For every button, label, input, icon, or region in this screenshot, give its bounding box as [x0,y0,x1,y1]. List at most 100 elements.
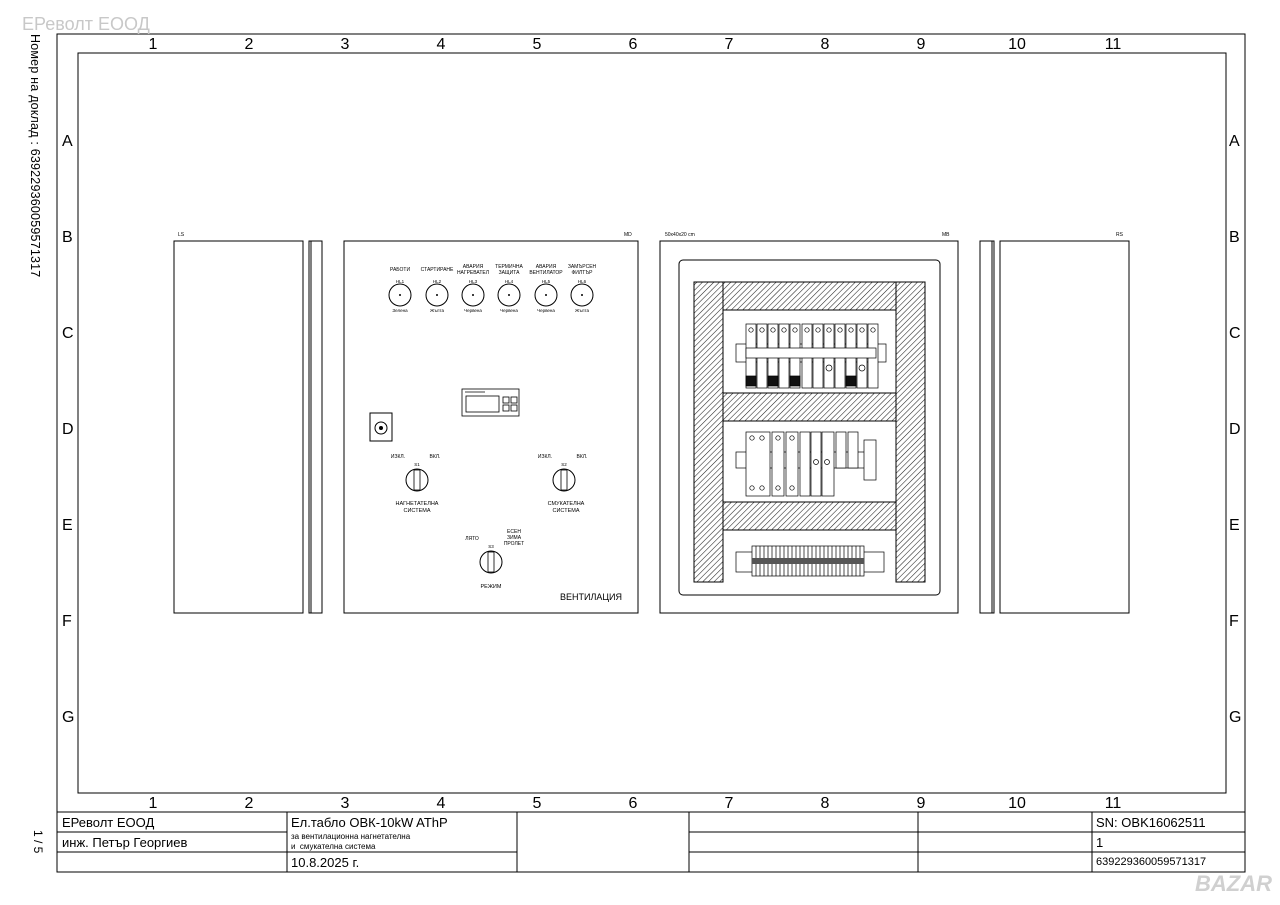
svg-text:Червена: Червена [537,308,555,313]
svg-text:S2: S2 [561,462,567,467]
row-label: A [1229,133,1240,150]
col-label: 3 [341,36,350,53]
col-label: 5 [533,795,542,812]
col-label: 6 [629,795,638,812]
svg-text:ИЗКЛ.: ИЗКЛ. [391,454,405,460]
row-label: D [62,421,74,438]
page-indicator: 1 / 5 [31,830,45,854]
md-title: ВЕНТИЛАЦИЯ [560,592,622,602]
row-label: F [1229,613,1239,630]
col-label: 4 [437,795,446,812]
svg-text:S3: S3 [488,544,494,549]
col-label: 6 [629,36,638,53]
tb-sheet: 1 [1096,835,1104,850]
svg-text:ФИЛТЪР: ФИЛТЪР [571,270,593,276]
col-label: 7 [725,36,734,53]
svg-text:ВКЛ.: ВКЛ. [577,454,588,460]
svg-text:НАГРЕВАТЕЛ: НАГРЕВАТЕЛ [457,270,489,276]
tb-desc-1: за вентилационна нагнетателна [291,832,411,841]
terminal-block-rail [735,545,885,577]
service-socket [369,412,393,442]
row-label: G [1229,709,1241,726]
col-label: 11 [1105,795,1122,812]
svg-text:СМУКАТЕЛНА: СМУКАТЕЛНА [548,501,585,507]
grid-rows-right: A B C D E F G [1229,133,1241,726]
svg-text:ВКЛ.: ВКЛ. [430,454,441,460]
row-label: C [62,325,74,342]
svg-text:ЕСЕН: ЕСЕН [507,529,521,535]
company-watermark: ЕРеволт ЕООД [22,14,150,34]
row-label: G [62,709,74,726]
svg-text:АВАРИЯ: АВАРИЯ [463,264,484,270]
selector-switch-s2: ИЗКЛ. ВКЛ. S2 СМУКАТЕЛНА СИСТЕМА [538,454,588,514]
grid-columns-bottom: 1 2 3 4 5 6 7 8 9 10 11 [149,795,1122,812]
drawing-inner-frame [77,52,1227,794]
svg-text:HL3: HL3 [469,279,478,284]
mounting-plate-panel: 50x40x20 cm MB [659,232,959,614]
door-panel: MD ВЕНТИЛАЦИЯ РАБОТИ HL1 Зелена СТАРТИРА… [343,232,639,614]
lamp-hl4: ТЕРМИЧНА ЗАЩИТА HL4 Червена [495,264,523,313]
col-label: 1 [149,36,158,53]
col-label: 8 [821,36,830,53]
svg-text:НАГНЕТАТЕЛНА: НАГНЕТАТЕЛНА [396,501,439,507]
col-label: 1 [149,795,158,812]
tb-title: Ел.табло ОВК-10kW AThP [291,815,448,830]
svg-text:РАБОТИ: РАБОТИ [390,267,411,273]
row-label: E [1229,517,1240,534]
col-label: 9 [917,36,926,53]
row-label: C [1229,325,1241,342]
col-label: 4 [437,36,446,53]
contactor-row [735,431,877,497]
cable-duct-top [722,281,897,311]
svg-text:HL1: HL1 [396,279,405,284]
svg-text:СИСТЕМА: СИСТЕМА [553,508,580,514]
col-label: 2 [245,795,254,812]
selector-switch-s1: ИЗКЛ. ВКЛ. S1 НАГНЕТАТЕЛНА СИСТЕМА [391,454,441,514]
title-block-grid [57,811,1245,872]
cable-duct-left [693,281,724,583]
col-label: 2 [245,36,254,53]
controller-display [461,388,520,417]
md-tag: MD [624,232,632,238]
svg-text:ЗАМЪРСЕН: ЗАМЪРСЕН [568,264,597,270]
lamp-hl5: АВАРИЯ ВЕНТИЛАТОР HL5 Червена [529,264,563,313]
row-label: E [62,517,73,534]
lamp-hl6: ЗАМЪРСЕН ФИЛТЪР HL6 Жълта [568,264,597,313]
svg-text:ЗИМА: ЗИМА [507,535,522,541]
row-label: A [62,133,73,150]
svg-text:ЗАЩИТА: ЗАЩИТА [499,270,521,276]
row-label: D [1229,421,1241,438]
rs-tag: RS [1116,232,1124,238]
svg-text:Жълта: Жълта [575,308,590,313]
tb-date: 10.8.2025 г. [291,855,360,870]
tb-desc-2: и смукателна система [291,842,376,851]
cable-duct-mid1 [722,392,897,422]
report-number-vertical: Номер на доклад : 639229360059571317 [28,34,42,278]
svg-text:СИСТЕМА: СИСТЕМА [404,508,431,514]
ls-tag: LS [178,232,185,238]
svg-text:АВАРИЯ: АВАРИЯ [536,264,557,270]
svg-text:Жълта: Жълта [430,308,445,313]
col-label: 5 [533,36,542,53]
grid-columns-top: 1 2 3 4 5 6 7 8 9 10 11 [149,36,1122,53]
left-side-panel: LS [173,232,323,614]
lamp-hl1: РАБОТИ HL1 Зелена [388,267,412,313]
col-label: 11 [1105,36,1122,53]
breaker-row [735,323,887,389]
svg-text:Червена: Червена [500,308,518,313]
grid-rows-left: A B C D E F G [62,133,74,726]
svg-text:HL6: HL6 [578,279,587,284]
svg-text:Зелена: Зелена [392,308,408,313]
lamp-hl2: СТАРТИРАНЕ HL2 Жълта [421,267,454,313]
row-label: B [1229,229,1240,246]
svg-text:ТЕРМИЧНА: ТЕРМИЧНА [495,264,523,270]
drawing-border [56,33,1246,873]
mb-tag: MB [942,232,950,238]
svg-text:ВЕНТИЛАТОР: ВЕНТИЛАТОР [529,270,563,276]
tb-company: ЕРеволт ЕООД [62,815,155,830]
svg-text:СТАРТИРАНЕ: СТАРТИРАНЕ [421,267,454,273]
col-label: 10 [1008,795,1026,812]
cable-duct-mid2 [722,501,897,531]
site-logo: BAZAR [1195,871,1272,896]
